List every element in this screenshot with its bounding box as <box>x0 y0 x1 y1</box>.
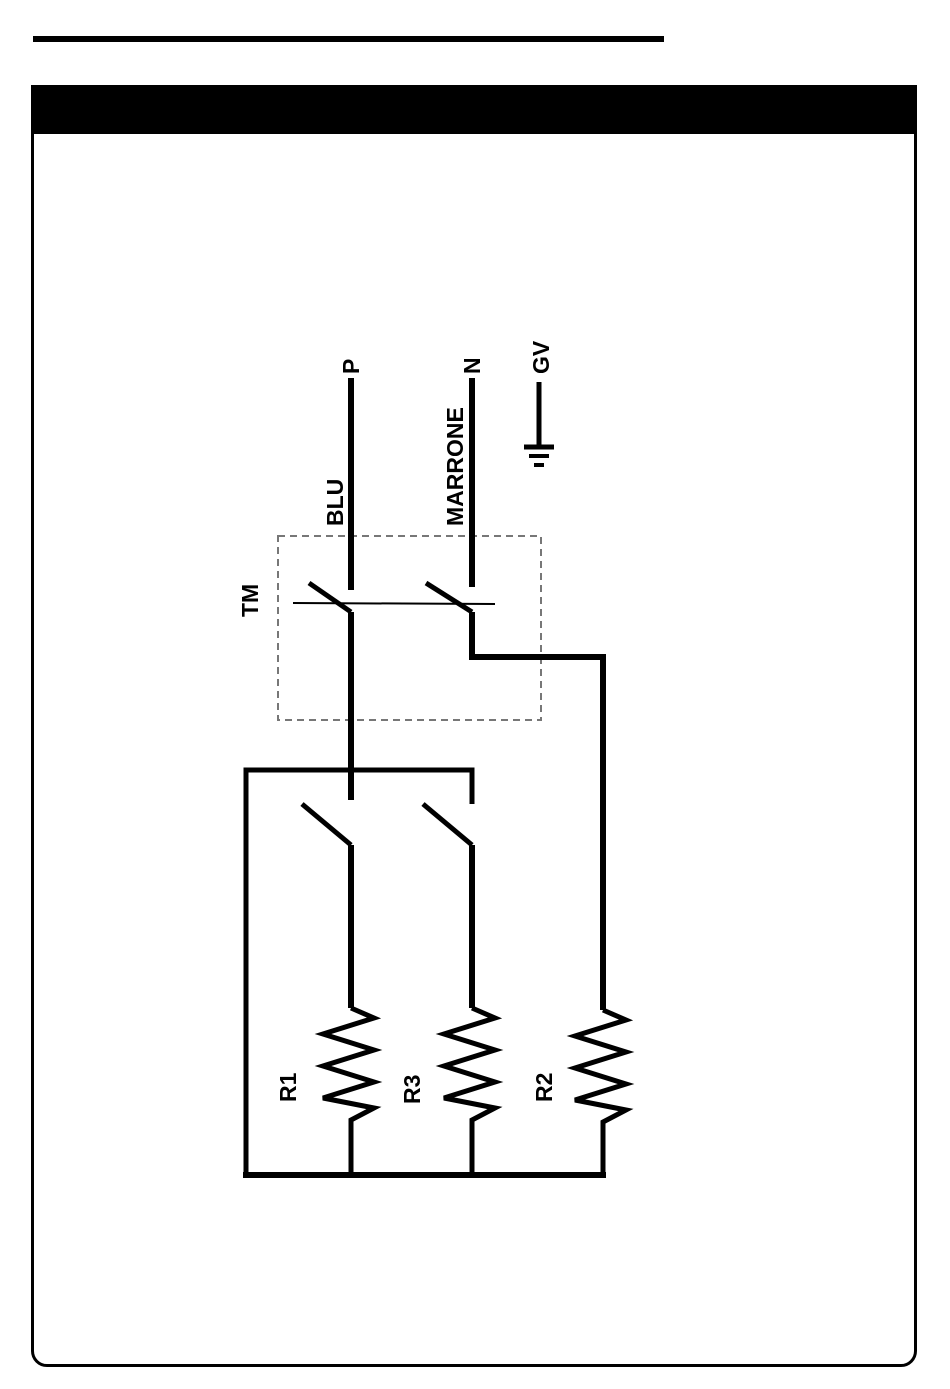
label-blu: BLU <box>322 479 348 526</box>
label-p: P <box>338 359 364 374</box>
switch-r1 <box>302 804 351 1008</box>
resistor-r1 <box>323 1008 374 1175</box>
wire-to-r2 <box>472 612 603 1010</box>
ground-icon <box>524 382 554 465</box>
tm-switch <box>293 583 495 612</box>
resistor-r3 <box>444 1008 495 1175</box>
resistor-r2 <box>575 1010 626 1175</box>
label-tm: TM <box>237 584 263 617</box>
label-r3: R3 <box>399 1075 425 1104</box>
label-marrone: MARRONE <box>442 407 468 526</box>
switch-r3 <box>423 804 472 1008</box>
label-n: N <box>459 357 485 374</box>
tm-enclosure <box>278 536 541 720</box>
label-r2: R2 <box>531 1073 557 1102</box>
label-r1: R1 <box>275 1072 301 1102</box>
label-gv: GV <box>528 340 554 374</box>
